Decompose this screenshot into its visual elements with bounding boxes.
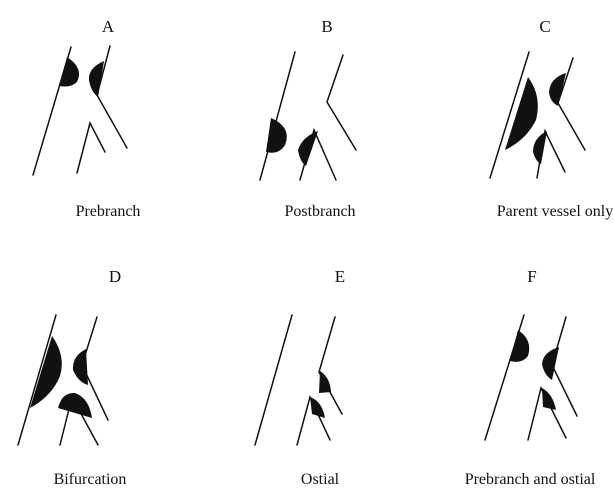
panel-e-plaque-ostium <box>319 371 331 393</box>
panel-b-plaque-branch <box>298 131 318 166</box>
panel-b-right-wall <box>327 55 356 150</box>
panel-e-caption: Ostial <box>301 471 340 488</box>
panel-d: D Bifurcation <box>18 267 126 488</box>
panel-f-right-wall <box>552 317 577 416</box>
panel-c: C Parent vessel only <box>490 17 613 220</box>
panel-a-letter: A <box>102 17 115 36</box>
panel-f-letter: F <box>527 267 536 286</box>
panel-d-plaque-right <box>73 349 88 385</box>
panel-e-right-wall <box>319 317 342 414</box>
panel-e-parent-left-wall <box>255 315 292 445</box>
panel-c-right-wall <box>558 58 585 150</box>
panel-b-letter: B <box>321 17 332 36</box>
panel-f: F Prebranch and ostial <box>465 267 596 488</box>
panel-e-letter: E <box>335 267 345 286</box>
panel-d-plaque-left <box>30 336 62 408</box>
panel-b-parent-left-wall <box>260 52 295 180</box>
panel-a-side-branch <box>77 123 105 173</box>
panel-c-plaque-branch <box>533 131 547 164</box>
panel-b-caption: Postbranch <box>284 203 355 220</box>
panel-a-right-wall <box>97 46 127 148</box>
panel-b-plaque-main <box>266 118 287 153</box>
panel-c-letter: C <box>539 17 550 36</box>
panel-a: A Prebranch <box>33 17 140 220</box>
panel-d-caption: Bifurcation <box>54 471 127 488</box>
panel-f-caption: Prebranch and ostial <box>465 471 596 488</box>
panel-f-plaque-branch <box>542 388 556 410</box>
panel-e-plaque-branch <box>310 397 325 418</box>
panel-c-plaque-right <box>549 73 566 106</box>
panel-b: B Postbranch <box>260 17 356 220</box>
panel-a-plaque-left <box>59 57 79 87</box>
panel-a-caption: Prebranch <box>76 203 141 220</box>
panel-f-plaque-left <box>510 330 529 362</box>
panel-e: E Ostial <box>255 267 345 488</box>
panel-c-caption: Parent vessel only <box>497 203 613 220</box>
panel-d-plaque-carina <box>58 393 92 418</box>
panel-d-letter: D <box>109 267 121 286</box>
